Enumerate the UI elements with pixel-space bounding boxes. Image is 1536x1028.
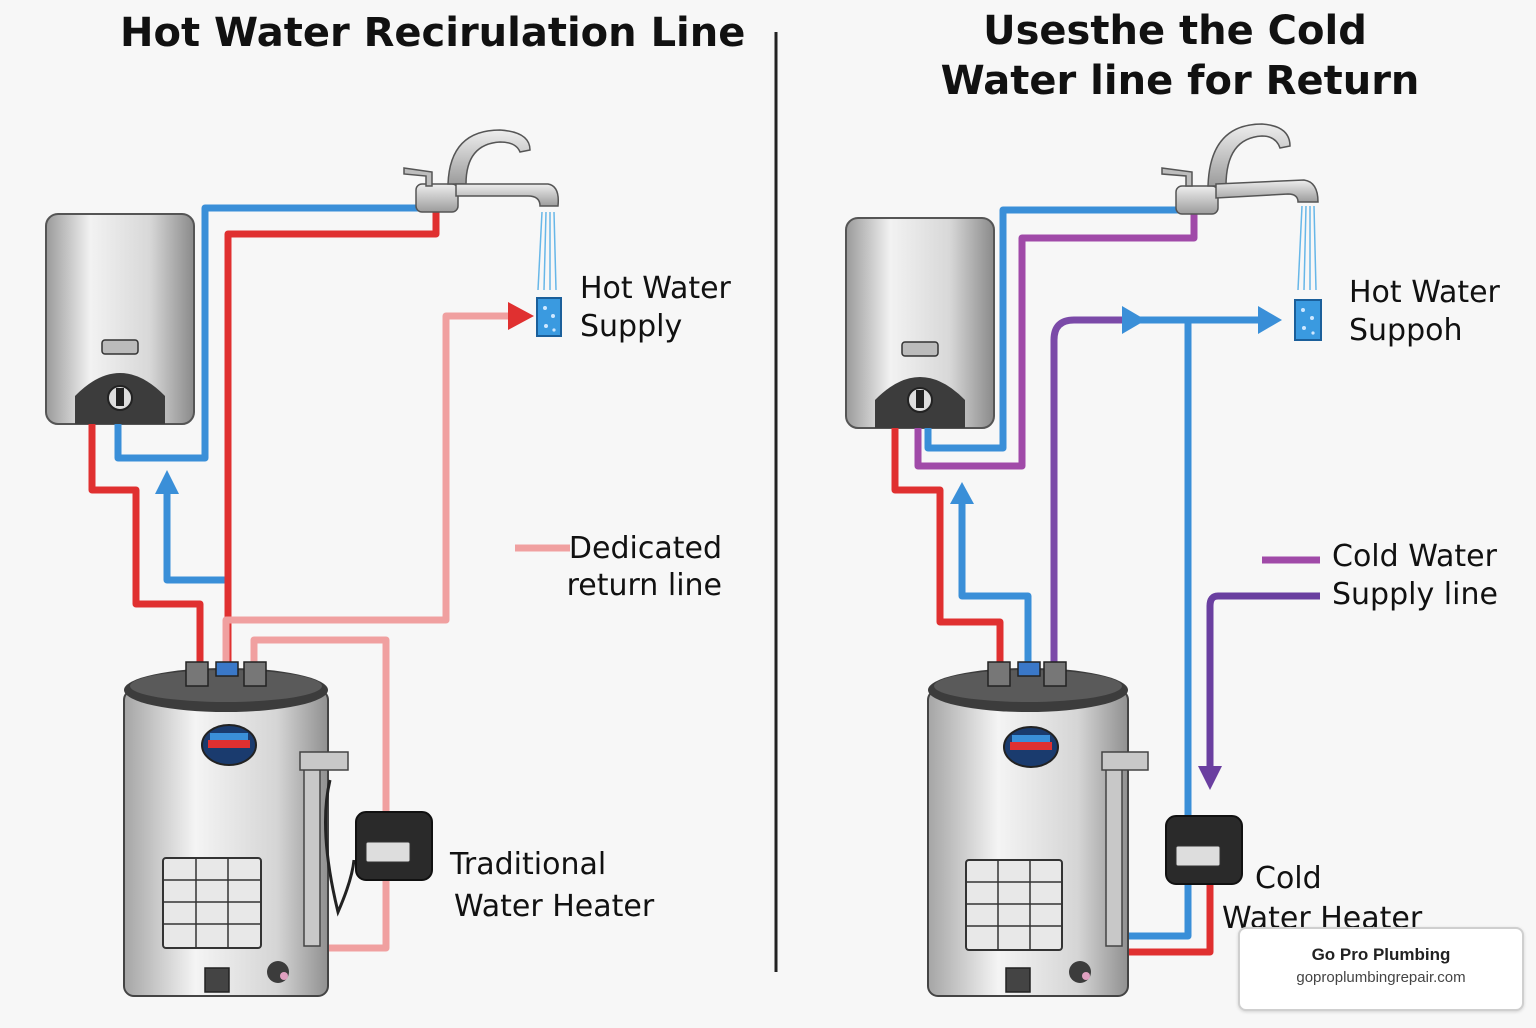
recirculation-pump	[324, 779, 433, 917]
right-title-line2: Water line for Return	[940, 58, 1420, 104]
right-cold-label-line1: Cold Water	[1332, 539, 1497, 574]
brand-name: Go Pro Plumbing	[1311, 945, 1451, 964]
left-return-label-line2: return line	[566, 568, 722, 603]
cold-up-arrow-right	[950, 482, 974, 504]
left-diagram	[45, 129, 570, 997]
cold-up-arrow	[155, 470, 179, 494]
hot-inlet-pipe-right	[891, 428, 1004, 668]
return-arrow	[508, 302, 534, 330]
recirculation-pump-right	[1165, 815, 1243, 885]
right-supply-label-line2: Suppoh	[1349, 313, 1463, 348]
right-title-line1: Usesthe the Cold	[983, 8, 1367, 54]
faucet-icon	[403, 129, 560, 291]
water-glass-icon-right	[1294, 299, 1322, 341]
left-heater-label-line1: Traditional	[450, 847, 607, 882]
right-diagram	[845, 123, 1322, 997]
cold-pipe-right	[924, 206, 1180, 452]
left-heater-label-line2: Water Heater	[454, 889, 655, 924]
return-pipe	[222, 312, 516, 668]
left-return-label-line1: Dedicated	[568, 531, 722, 566]
right-cold-label-line2: Supply line	[1332, 577, 1498, 612]
supply-arrow	[1258, 306, 1282, 334]
hot-pipe	[224, 210, 440, 668]
right-heater-label-line1: Cold	[1255, 861, 1322, 896]
cold-return-pipe-right	[914, 212, 1198, 470]
water-glass-icon	[536, 297, 562, 337]
purple-arrow	[1122, 306, 1146, 334]
tank-water-heater	[123, 661, 349, 997]
brand-card: Go Pro Plumbing goproplumbingrepair.com	[1238, 927, 1524, 1011]
tank-water-heater-right	[927, 661, 1149, 997]
cold-supply-down-pipe	[1206, 592, 1320, 768]
faucet-icon-right	[1161, 123, 1319, 291]
cold-feed-pipe-right	[958, 494, 1032, 668]
left-supply-label-line2: Supply	[580, 309, 683, 344]
return-loop-pipe	[250, 636, 390, 952]
tankless-heater	[45, 213, 195, 425]
tankless-heater-right	[845, 217, 995, 429]
cold-pipe	[114, 204, 420, 462]
hot-inlet-pipe	[88, 424, 204, 668]
left-title: Hot Water Recirulation Line	[120, 10, 746, 56]
cold-supply-down-arrow	[1198, 766, 1222, 790]
purple-riser-pipe	[1050, 316, 1126, 668]
left-supply-label-line1: Hot Water	[580, 271, 731, 306]
right-supply-label-line1: Hot Water	[1349, 275, 1500, 310]
brand-url[interactable]: goproplumbingrepair.com	[1296, 969, 1466, 986]
